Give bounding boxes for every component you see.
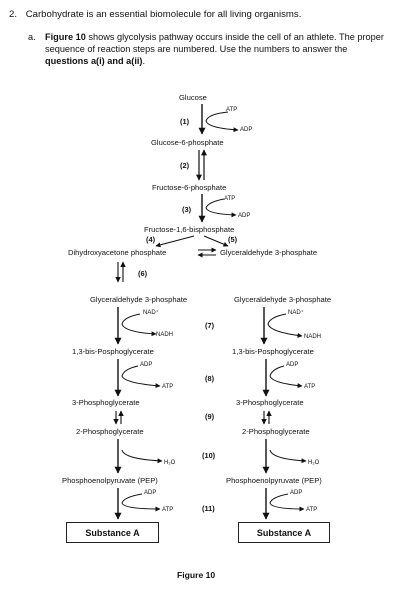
arrow-step5 (203, 235, 229, 247)
f6p-label: Fructose-6-phosphate (152, 183, 226, 192)
cofactor-arrow-step10-left (121, 449, 163, 464)
part-a-end: . (142, 56, 146, 66)
step-2: (2) (180, 161, 190, 170)
nad-label-right: NAD⁺ (288, 309, 304, 316)
part-a-text: Figure 10 shows glycolysis pathway occur… (45, 31, 390, 67)
pg2-left-label: 2-Phosphoglycerate (76, 427, 144, 436)
cofactor-arrow-step11-left (121, 493, 161, 512)
nadh-label-left: NADH (156, 332, 173, 338)
bpg-right-label: 1,3-bis-Posphoglycerate (232, 347, 314, 356)
atp-label-8-left: ATP (162, 384, 173, 390)
pg3-left-label: 3-Phosphoglycerate (72, 398, 140, 407)
f16bp-label: Fructose-1,6-bisphosphate (144, 225, 234, 234)
g3p-left-label: Glyceraldehyde 3-phosphate (90, 295, 187, 304)
nadh-label-right: NADH (304, 334, 321, 340)
question-2: 2. Carbohydrate is an essential biomolec… (9, 9, 301, 20)
cofactor-arrow-step7-right (267, 313, 303, 338)
adp-label-11-right: ADP (290, 490, 302, 496)
substance-a-left-label: Substance A (85, 527, 140, 538)
step-10: (10) (202, 451, 216, 460)
cofactor-arrow-step8-left (121, 365, 161, 389)
adp-label-1: ADP (240, 127, 252, 133)
part-a-bold-questions: questions a(i) and a(ii) (45, 56, 143, 66)
cofactor-arrow-step3 (205, 198, 237, 218)
atp-label-11-left: ATP (162, 507, 173, 513)
substance-a-right-box: Substance A (238, 522, 330, 543)
part-a-body: shows glycolysis pathway occurs inside t… (45, 32, 384, 54)
cofactor-arrow-step8-right (269, 365, 303, 389)
step-6: (6) (138, 269, 148, 278)
step-4: (4) (146, 235, 156, 244)
h2o-label-right: H₂O (308, 460, 320, 466)
substance-a-left-box: Substance A (66, 522, 159, 543)
pep-left-label: Phosphoenolpyruvate (PEP) (62, 476, 158, 485)
arrow-step4 (155, 235, 195, 248)
atp-label-1: ATP (226, 107, 237, 113)
atp-label-11-right: ATP (306, 507, 317, 513)
cofactor-arrow-step1 (205, 111, 239, 133)
step-9: (9) (205, 412, 215, 421)
cofactor-arrow-step7-left (121, 313, 157, 337)
step-7: (7) (205, 321, 215, 330)
step-1: (1) (180, 117, 190, 126)
figure-reference: Figure 10 (45, 32, 86, 42)
g3p-right-label: Glyceraldehyde 3-phosphate (234, 295, 331, 304)
step-8: (8) (205, 374, 215, 383)
g6p-label: Glucose-6-phosphate (151, 138, 224, 147)
substance-a-right-label: Substance A (256, 527, 312, 538)
figure-caption: Figure 10 (177, 570, 216, 580)
question-text: Carbohydrate is an essential biomolecule… (25, 9, 302, 20)
pg2-right-label: 2-Phosphoglycerate (242, 427, 310, 436)
question-number: 2. (9, 9, 18, 20)
atp-label-3: ATP (224, 196, 235, 202)
pg3-right-label: 3-Phosphoglycerate (236, 398, 304, 407)
step-3: (3) (182, 205, 192, 214)
dhap-label: Dihydroxyacetone phosphate (68, 248, 166, 257)
glucose-label: Glucose (179, 93, 207, 102)
part-a-label: a. (28, 32, 36, 42)
adp-label-3: ADP (238, 213, 250, 219)
h2o-label-left: H₂O (164, 460, 176, 466)
nad-label-left: NAD⁺ (143, 309, 159, 316)
adp-label-8-right: ADP (286, 362, 298, 368)
adp-label-8-left: ADP (140, 362, 152, 368)
step-5: (5) (228, 235, 238, 244)
pep-right-label: Phosphoenolpyruvate (PEP) (226, 476, 322, 485)
adp-label-11-left: ADP (144, 490, 156, 496)
cofactor-arrow-step10-right (269, 449, 307, 464)
g3p-top-label: Glyceraldehyde 3-phosphate (220, 248, 317, 257)
step-11: (11) (202, 504, 215, 513)
cofactor-arrow-step11-right (269, 493, 305, 512)
atp-label-8-right: ATP (304, 384, 315, 390)
bpg-left-label: 1,3-bis-Posphoglycerate (72, 347, 154, 356)
